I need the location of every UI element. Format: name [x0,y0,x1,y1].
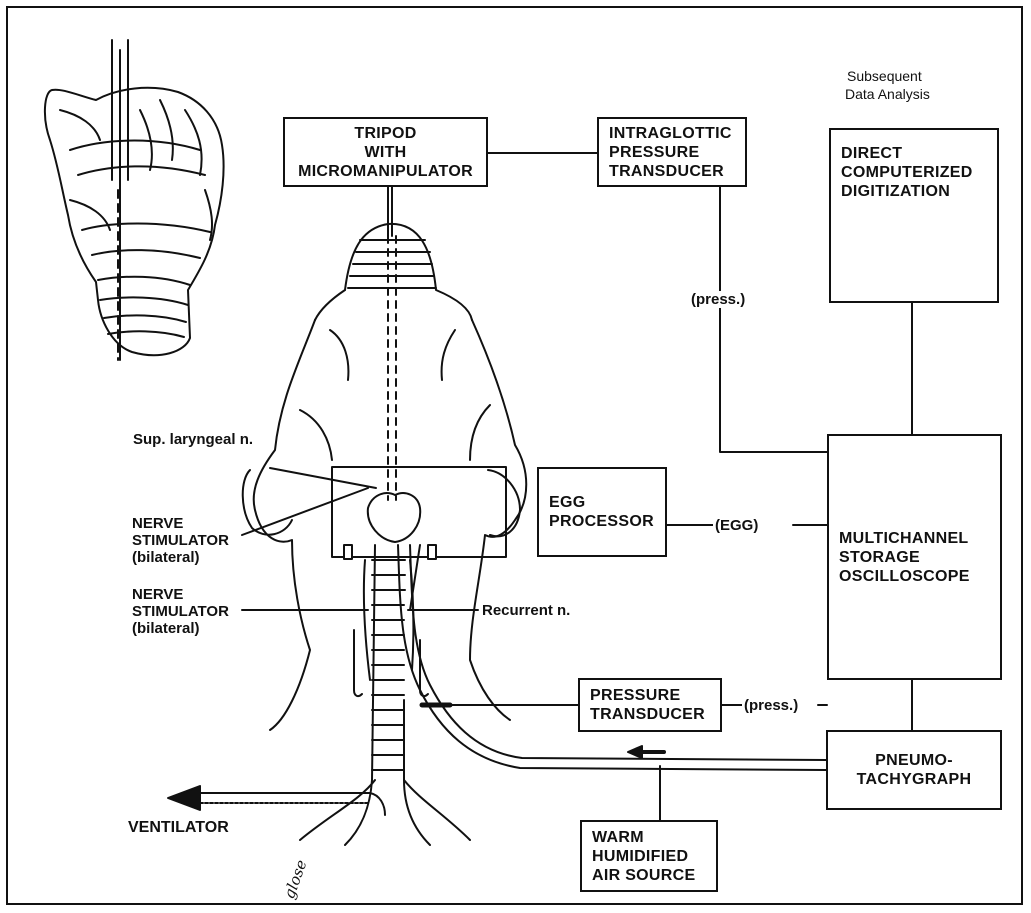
larynx-inset-drawing [45,40,224,360]
caption-top-line-2: Data Analysis [845,86,930,102]
egg-processor-line-2: PROCESSOR [549,512,654,531]
nerve-stimulator-1-line-2: STIMULATOR [130,532,231,549]
oscilloscope-line-2: STORAGE [839,548,920,567]
nerve-stimulator-1-line-3: (bilateral) [130,549,231,566]
egg-label: (EGG) [713,517,760,534]
pneumotachygraph-line-1: PNEUMO- [875,751,953,770]
pressure-transducer-box: PRESSURE TRANSDUCER [578,678,722,732]
connector-intraglottic-oscilloscope [720,187,827,452]
pneumotachygraph-box: PNEUMO- TACHYGRAPH [826,730,1002,810]
digitization-box: DIRECT COMPUTERIZED DIGITIZATION [829,128,999,303]
tripod-box: TRIPOD WITH MICROMANIPULATOR [283,117,488,187]
intraglottic-line-3: TRANSDUCER [609,162,724,181]
nerve-stimulator-2-line-1: NERVE [130,586,231,603]
sup-laryngeal-label: Sup. laryngeal n. [131,431,255,448]
pneumotachygraph-line-2: TACHYGRAPH [857,770,972,789]
oscilloscope-box: MULTICHANNEL STORAGE OSCILLOSCOPE [827,434,1002,680]
nerve-stimulator-1-line-1: NERVE [130,515,231,532]
air-source-line-2: HUMIDIFIED [592,847,688,866]
press-label-top: (press.) [689,291,747,308]
digitization-line-3: DIGITIZATION [841,182,950,201]
ventilator-label: VENTILATOR [126,819,231,836]
nerve-stimulator-2-line-2: STIMULATOR [130,603,231,620]
digitization-line-2: COMPUTERIZED [841,163,973,182]
pressure-transducer-line-1: PRESSURE [590,686,680,705]
egg-processor-box: EGG PROCESSOR [537,467,667,557]
intraglottic-line-2: PRESSURE [609,143,699,162]
egg-processor-line-1: EGG [549,493,585,512]
leader-nerve-stimulator-1 [242,488,368,535]
electrode-left [344,545,352,559]
intraglottic-box: INTRAGLOTTIC PRESSURE TRANSDUCER [597,117,747,187]
recurrent-label: Recurrent n. [480,602,572,619]
oscilloscope-line-1: MULTICHANNEL [839,529,969,548]
caption-top-line-1: Subsequent [847,68,922,84]
tripod-rod [388,187,392,236]
air-source-line-1: WARM [592,828,644,847]
intraglottic-line-1: INTRAGLOTTIC [609,124,732,143]
pressure-transducer-line-2: TRANSDUCER [590,705,705,724]
air-source-box: WARM HUMIDIFIED AIR SOURCE [580,820,718,892]
leader-sup-laryngeal [270,468,376,488]
nerve-stimulator-2-label: NERVE STIMULATOR (bilateral) [130,586,231,637]
tripod-line-1: TRIPOD [354,124,416,143]
tripod-line-3: MICROMANIPULATOR [298,162,473,181]
electrode-right [428,545,436,559]
ventilator-arrow-icon [168,786,200,810]
airflow-arrow-icon [628,746,642,758]
press-label-bottom: (press.) [742,697,800,714]
egg-electrode-frame [332,467,506,557]
nerve-stimulator-2-line-3: (bilateral) [130,620,231,637]
tripod-line-2: WITH [364,143,406,162]
larynx-main-drawing [243,224,826,845]
nerve-stimulator-1-label: NERVE STIMULATOR (bilateral) [130,515,231,566]
oscilloscope-line-3: OSCILLOSCOPE [839,567,970,586]
digitization-line-1: DIRECT [841,144,902,163]
air-source-line-3: AIR SOURCE [592,866,695,885]
